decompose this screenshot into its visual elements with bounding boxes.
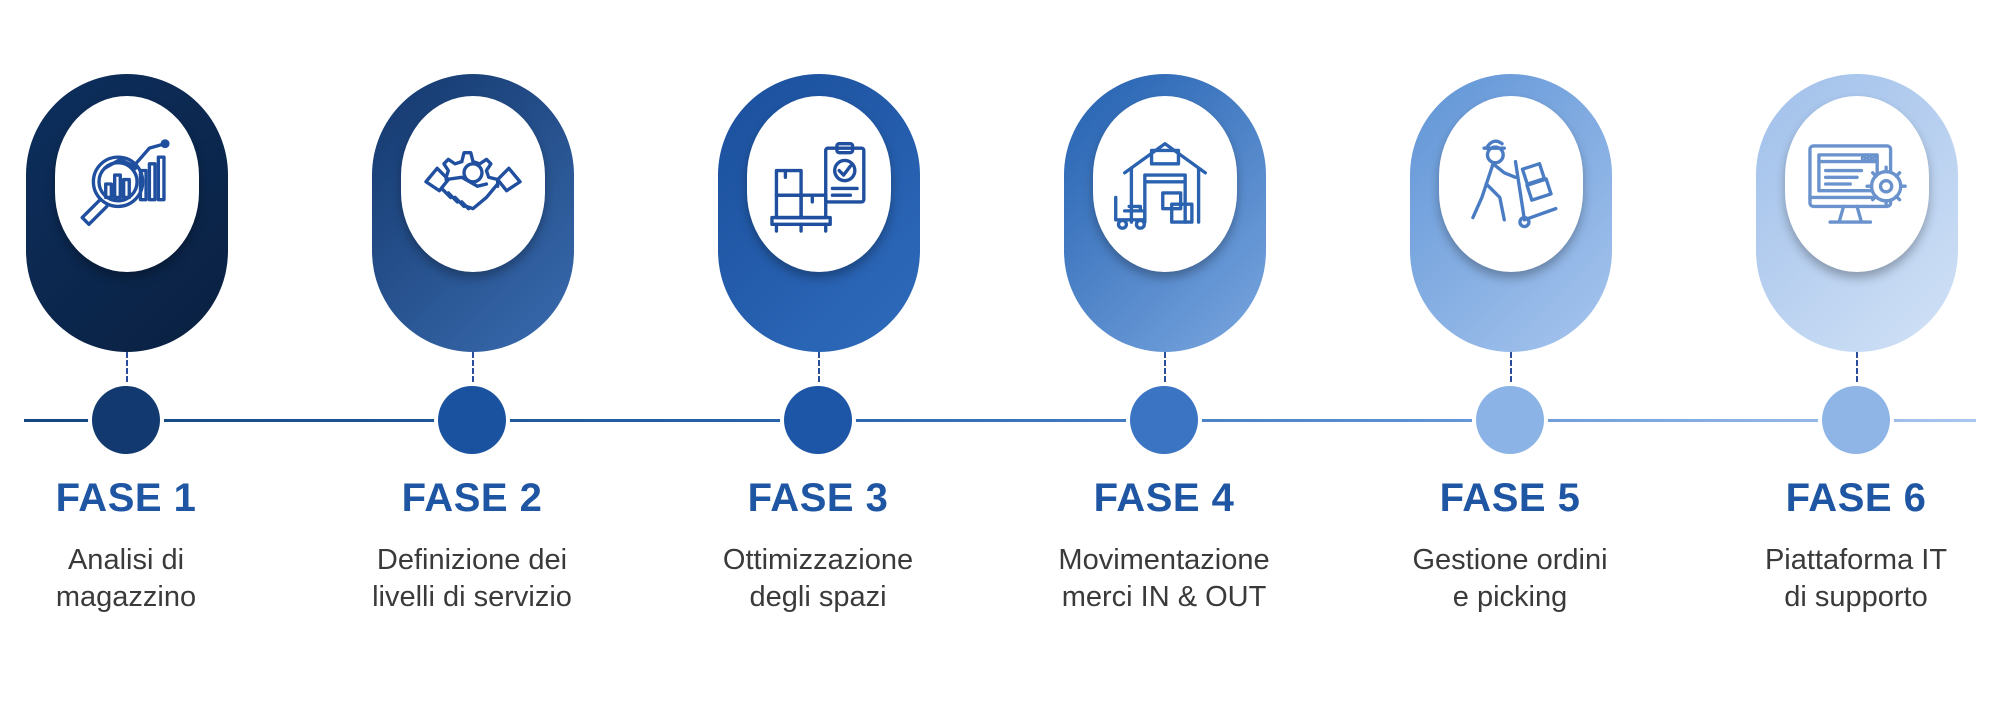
phase-title: FASE 6: [1785, 476, 1927, 520]
phase-title: FASE 4: [1093, 476, 1235, 520]
phase-description-line: Piattaforma IT: [1764, 544, 1948, 576]
phase-title: FASE 5: [1439, 476, 1581, 520]
phase-icon-badge: [747, 96, 891, 272]
phase-5: FASE 5 Gestione ordini e picking: [1390, 0, 1630, 727]
phase-description-line: Gestione ordini: [1412, 544, 1608, 576]
phase-description-line: Ottimizzazione: [722, 544, 914, 576]
phase-description: Piattaforma IT di supporto: [1736, 542, 1976, 616]
phase-1: FASE 1 Analisi di magazzino: [6, 0, 246, 727]
phase-title: FASE 2: [401, 476, 543, 520]
timeline-dot: [1822, 386, 1890, 454]
phase-description-line: livelli di servizio: [372, 581, 572, 613]
phase-description-line: Definizione dei: [376, 544, 568, 576]
phase-title: FASE 1: [55, 476, 197, 520]
phase-description: Ottimizzazione degli spazi: [698, 542, 938, 616]
phase-4: FASE 4 Movimentazione merci IN & OUT: [1044, 0, 1284, 727]
worker-handtruck-icon: [1471, 139, 1558, 229]
phase-connector: [126, 352, 128, 382]
phase-icon-badge: [55, 96, 199, 272]
phase-icon-badge: [1439, 96, 1583, 272]
phase-connector: [1510, 352, 1512, 382]
analytics-magnifier-icon: [80, 139, 170, 226]
timeline-dot: [784, 386, 852, 454]
phase-description: Movimentazione merci IN & OUT: [1044, 542, 1284, 616]
timeline-dot: [1476, 386, 1544, 454]
phase-6: FASE 6 Piattaforma IT di supporto: [1736, 0, 1976, 727]
phase-connector: [472, 352, 474, 382]
phase-description-line: di supporto: [1784, 581, 1928, 613]
phase-description-line: e picking: [1452, 581, 1568, 613]
phase-connector: [1164, 352, 1166, 382]
phase-description-line: Analisi di: [67, 544, 185, 576]
phase-connector: [818, 352, 820, 382]
phase-icon-badge: [1785, 96, 1929, 272]
timeline-dot: [92, 386, 160, 454]
phase-description: Gestione ordini e picking: [1390, 542, 1630, 616]
phase-description: Definizione dei livelli di servizio: [352, 542, 592, 616]
phase-description-line: Movimentazione: [1058, 544, 1270, 576]
monitor-gear-icon: [1808, 144, 1907, 224]
timeline-line: [24, 419, 1976, 422]
phase-2: FASE 2 Definizione dei livelli di serviz…: [352, 0, 592, 727]
phase-description-line: merci IN & OUT: [1061, 581, 1267, 613]
phase-icon-badge: [1093, 96, 1237, 272]
handshake-gear-icon: [424, 150, 522, 211]
warehouse-forklift-icon: [1114, 142, 1207, 230]
phase-description: Analisi di magazzino: [6, 542, 246, 616]
pallet-clipboard-icon: [770, 142, 866, 233]
timeline-dot: [1130, 386, 1198, 454]
phase-icon-badge: [401, 96, 545, 272]
timeline-dot: [438, 386, 506, 454]
phase-connector: [1856, 352, 1858, 382]
phase-description-line: degli spazi: [749, 581, 887, 613]
phase-title: FASE 3: [747, 476, 889, 520]
phase-description-line: magazzino: [55, 581, 197, 613]
phase-3: FASE 3 Ottimizzazione degli spazi: [698, 0, 938, 727]
